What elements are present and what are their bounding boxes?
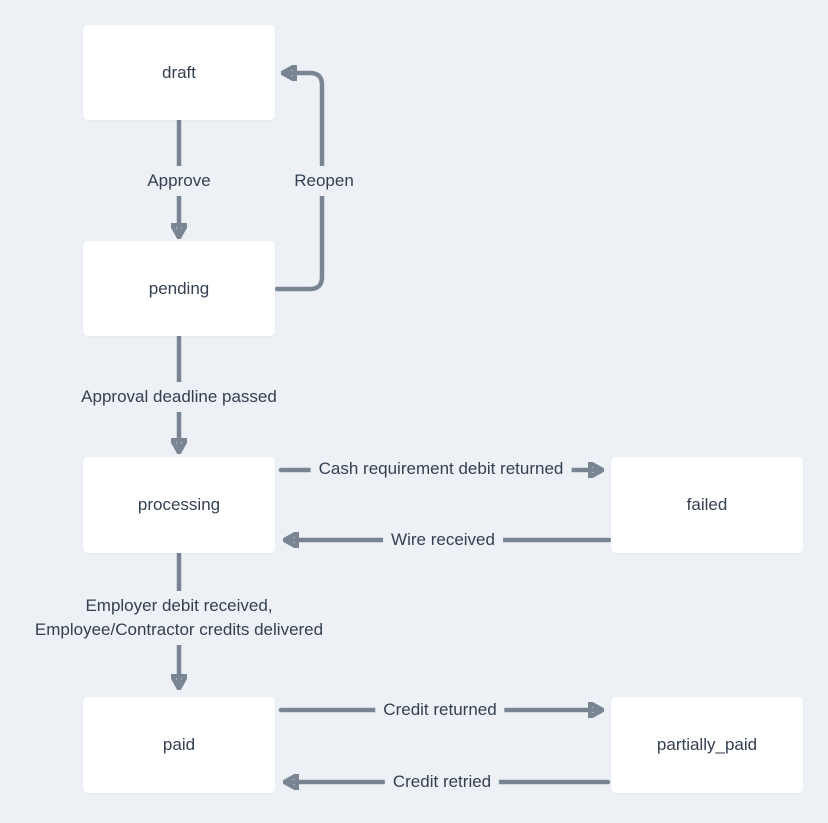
- state-node-partially-paid: partially_paid: [611, 697, 803, 793]
- transition-label-reopen: Reopen: [286, 166, 362, 196]
- transition-label-line-1: Employer debit received,: [85, 596, 273, 615]
- transition-label-credit-retried: Credit retried: [384, 767, 500, 797]
- transition-label-approve: Approve: [139, 166, 219, 196]
- transition-label-approval-deadline-passed: Approval deadline passed: [73, 382, 285, 412]
- transition-label-wire-received: Wire received: [383, 525, 503, 555]
- state-node-pending: pending: [83, 241, 275, 336]
- state-label-paid: paid: [162, 735, 196, 754]
- state-node-paid: paid: [83, 697, 275, 793]
- transition-label-cash-requirement-debit-returned: Cash requirement debit returned: [310, 454, 572, 484]
- state-label-failed: failed: [686, 495, 728, 514]
- state-node-failed: failed: [611, 457, 803, 553]
- state-label-draft: draft: [161, 62, 197, 82]
- state-label-partially-paid: partially_paid: [656, 735, 758, 754]
- state-label-processing: processing: [137, 495, 221, 514]
- state-node-draft: draft: [83, 25, 275, 120]
- transition-label-employer-debit-received: Employer debit received, Employee/Contra…: [26, 591, 332, 645]
- state-node-processing: processing: [83, 457, 275, 553]
- transition-label-credit-returned: Credit returned: [375, 695, 505, 725]
- state-label-pending: pending: [148, 278, 210, 298]
- transition-label-line-2: Employee/Contractor credits delivered: [34, 620, 324, 639]
